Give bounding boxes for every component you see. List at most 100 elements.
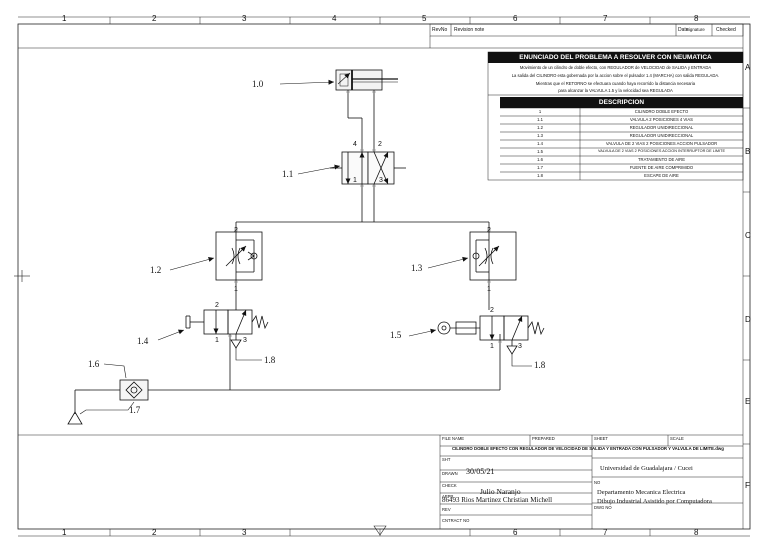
valve-1-5 (437, 315, 545, 346)
valve-1-1 (330, 151, 406, 185)
desc-row-9-id: 1.8 (537, 173, 543, 178)
pneumatic-lines (74, 90, 501, 414)
v14-port-2: 2 (215, 302, 219, 309)
row-label-c: C (745, 231, 751, 240)
label-valve-1-1: 1.1 (282, 169, 294, 179)
row-label-a: A (745, 63, 751, 72)
desc-row-1-text: CILINDRO DOBLE EFECTO (634, 109, 689, 114)
row-label-f: F (745, 481, 750, 490)
tb-drawn-date: 30/05/21 (466, 467, 495, 476)
tb-dwg-no-label: DWG NO (594, 505, 612, 510)
desc-row-3-text: REGULADOR UNIDIRECCIONAL (629, 125, 694, 130)
col-label-7-bottom: 7 (603, 528, 608, 537)
tb-sht-label: SHT (442, 457, 451, 462)
r12-port-1: 1 (234, 286, 238, 293)
revision-table (18, 23, 744, 49)
title-block-lines (18, 434, 743, 529)
tb-appr-label: APPR (442, 494, 454, 499)
rev-checked-header: Checked (716, 27, 736, 33)
v11-port-4: 4 (353, 141, 357, 148)
rev-no-header: RevNo (432, 27, 448, 33)
valve-1-4 (185, 309, 269, 340)
label-valve-1-5: 1.5 (390, 330, 402, 340)
row-label-b: B (745, 147, 751, 156)
exhaust-1-8-right (506, 345, 518, 355)
v15-port-1: 1 (490, 343, 494, 350)
desc-row-5-id: 1.4 (537, 141, 543, 146)
tb-course: Dibujo Industrial Asistido por Computado… (597, 498, 712, 505)
label-cylinder-1-0: 1.0 (252, 79, 264, 89)
col-label-1-bottom: 1 (62, 528, 67, 537)
col-label-4: 4 (332, 14, 337, 23)
tb-drawn-label: DRAWN (442, 471, 458, 476)
tb-prepared-label: PREPARED (532, 436, 555, 441)
tb-no-label: NO (594, 480, 601, 485)
tb-department: Departamento Mecanica Electrica (597, 489, 686, 496)
rev-note-header: Revision note (454, 27, 485, 33)
desc-row-6-text: VALVULA DE 2 VIAS 2 POSICIONES ACCION IN… (597, 149, 726, 153)
label-air-treatment-1-6: 1.6 (88, 359, 100, 369)
r12-port-2: 2 (234, 227, 238, 234)
tb-university: Universidad de Guadalajara / Cucei (600, 465, 693, 472)
tb-check-label: CHECK (442, 483, 457, 488)
v14-port-1: 1 (215, 337, 219, 344)
desc-row-1-id: 1 (538, 109, 542, 114)
tb-contract-label: CNTRACT NO (442, 518, 470, 523)
col-label-8-bottom: 8 (694, 528, 699, 537)
col-label-5: 5 (422, 14, 427, 23)
rev-signature-header: Signature (686, 27, 705, 32)
label-exhaust-1-8-left: 1.8 (264, 355, 276, 365)
statement-line-2: La salida del CILINDRO esta gobernada po… (511, 73, 720, 78)
air-source-1-7 (67, 411, 83, 425)
r13-port-1: 1 (487, 286, 491, 293)
col-label-3: 3 (242, 14, 247, 23)
col-label-7: 7 (603, 14, 608, 23)
tb-appr-name: Julio Naranjo (480, 487, 521, 496)
tb-file-name: CILINDRO DOBLE EFECTO CON REGULADOR DE V… (452, 446, 724, 451)
flow-control-1-2 (215, 231, 263, 281)
tb-student: 86493 Rios Martinez Christian Michell (442, 496, 553, 504)
label-valve-1-4: 1.4 (137, 336, 149, 346)
col-label-1: 1 (62, 14, 67, 23)
tb-sheet-label: SHEET (594, 436, 608, 441)
desc-row-4-text: REGULADOR UNIDIRECCIONAL (629, 133, 694, 138)
desc-row-7-text: TRATAMIENTO DE AIRE (638, 157, 685, 162)
desc-row-7-id: 1.6 (537, 157, 543, 162)
desc-row-3-id: 1.2 (537, 125, 543, 130)
statement-line-1: Movimiento de un cilindro de doble efect… (519, 65, 712, 70)
row-label-d: D (745, 315, 751, 324)
statement-line-4: para alcanzar la VALVULA 1.5 y la veloci… (558, 88, 673, 93)
rev-date-header: Date (678, 27, 689, 33)
r13-port-2: 2 (487, 227, 491, 234)
col-label-2-bottom: 2 (152, 528, 157, 537)
v11-port-1: 1 (353, 177, 357, 184)
drawing-frame (14, 16, 751, 537)
v14-port-3: 3 (243, 337, 247, 344)
label-air-source-1-7: 1.7 (129, 405, 141, 415)
row-label-e: E (745, 397, 751, 406)
desc-row-4-id: 1.3 (537, 133, 543, 138)
statement-line-3: Mientras que el RETORNO se efectuara cua… (535, 81, 696, 86)
col-label-2: 2 (152, 14, 157, 23)
col-label-6-bottom: 6 (513, 528, 518, 537)
label-flow-control-1-2: 1.2 (150, 265, 162, 275)
desc-row-9-text: ESCAPE DE AIRE (644, 173, 679, 178)
v15-port-3: 3 (518, 343, 522, 350)
desc-row-8-id: 1.7 (537, 165, 543, 170)
statement-title: ENUNCIADO DEL PROBLEMA A RESOLVER CON NE… (488, 52, 743, 63)
description-title: DESCRIPCION (500, 97, 743, 108)
v15-port-2: 2 (490, 307, 494, 314)
port-markers (228, 90, 502, 344)
cylinder-1-0 (335, 69, 398, 91)
tb-file-name-label: FILE NAME (442, 436, 465, 441)
air-treatment-1-6 (119, 379, 149, 401)
desc-row-2-text: VALVULA 2 POSICIONES 4 VIAS (630, 117, 693, 122)
desc-row-2-id: 1.1 (537, 117, 543, 122)
flow-control-1-3 (469, 231, 517, 281)
label-flow-control-1-3: 1.3 (411, 263, 423, 273)
desc-row-5-text: VALVULA DE 2 VIAS 2 POSICIONES ACCION PU… (605, 141, 718, 146)
col-label-3-bottom: 3 (242, 528, 247, 537)
label-exhaust-1-8-right: 1.8 (534, 360, 546, 370)
